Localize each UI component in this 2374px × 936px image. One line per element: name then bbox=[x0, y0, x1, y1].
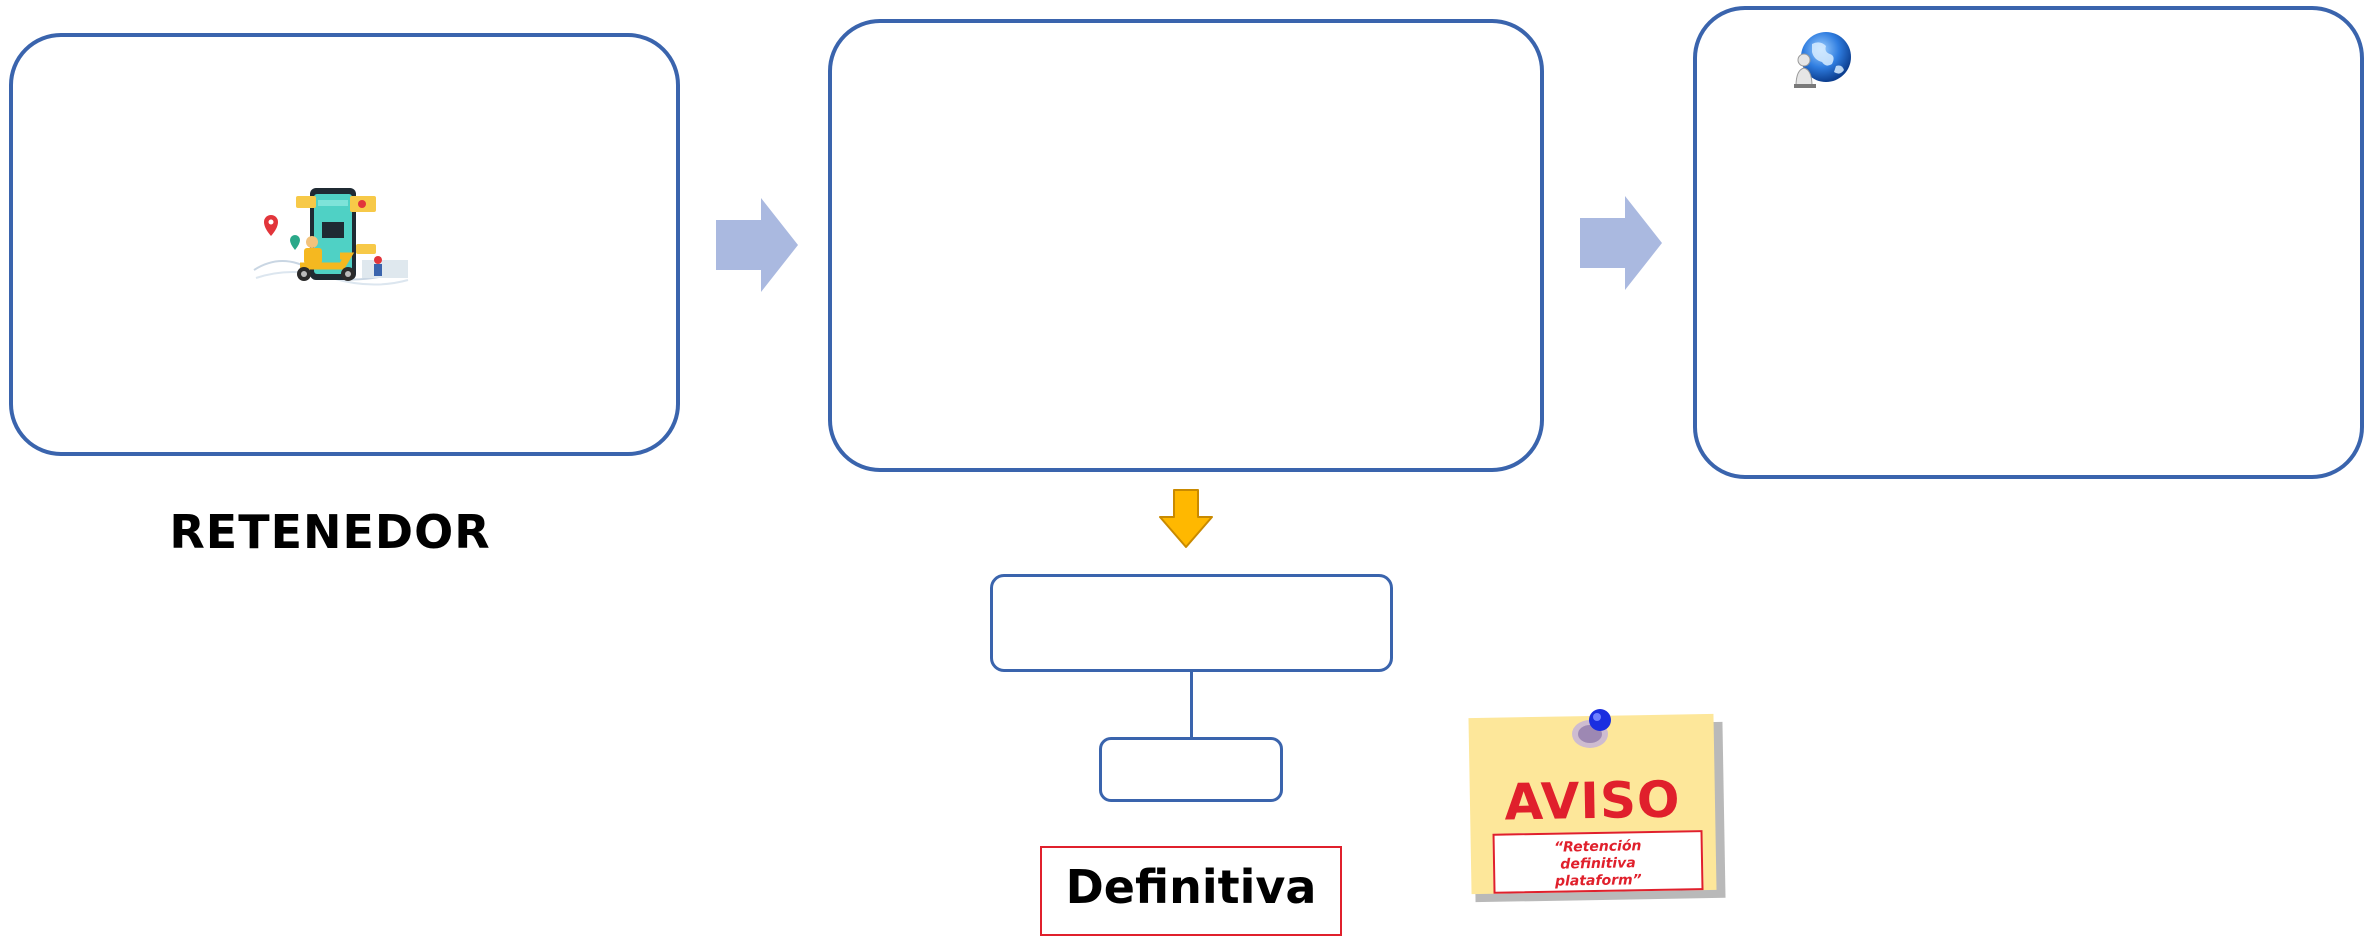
sub-result-box bbox=[1099, 737, 1283, 802]
aviso-sticky-note: AVISO “Retención definitiva plataform” bbox=[1468, 706, 1728, 906]
middle-process-box bbox=[828, 19, 1544, 472]
delivery-app-illustration-icon bbox=[253, 188, 409, 286]
connector-line bbox=[1190, 672, 1193, 737]
flow-arrow-right-icon bbox=[1580, 196, 1662, 290]
aviso-title: AVISO bbox=[1503, 770, 1682, 832]
flow-arrow-right-icon bbox=[716, 198, 798, 292]
aviso-message-box: “Retención definitiva plataform” bbox=[1492, 830, 1704, 894]
flow-arrow-down-icon bbox=[1159, 489, 1213, 548]
definitiva-box: Definitiva bbox=[1040, 846, 1342, 936]
definitiva-label: Definitiva bbox=[1065, 860, 1317, 914]
sub-process-box bbox=[990, 574, 1393, 672]
retenedor-label: RETENEDOR bbox=[169, 505, 491, 559]
globe-person-icon bbox=[1794, 32, 1851, 88]
push-pin-icon bbox=[1572, 709, 1611, 748]
aviso-message: “Retención definitiva plataform” bbox=[1553, 838, 1642, 890]
